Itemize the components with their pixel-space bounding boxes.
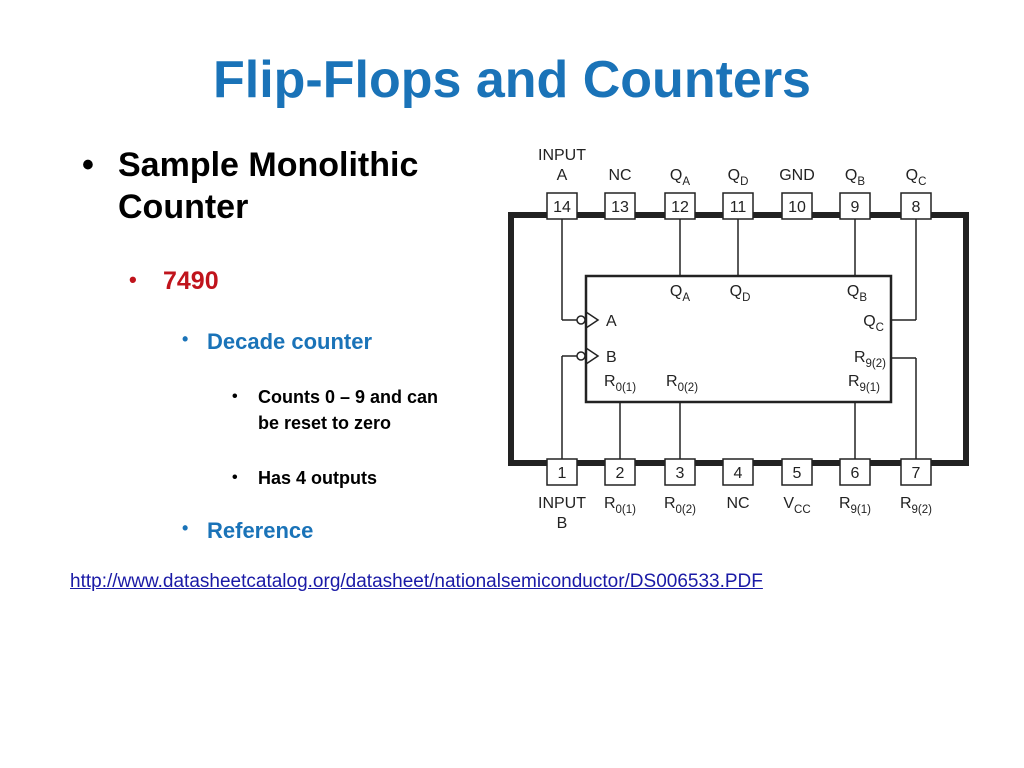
pin-label-8: QC [906, 167, 927, 188]
bullet-level3-decade: • Decade counter [182, 329, 373, 355]
pin-label-9: QB [845, 167, 865, 188]
pin-number-8: 8 [912, 199, 921, 216]
counter-block [584, 274, 893, 404]
pin-number-7: 7 [912, 465, 921, 482]
pin-box-5 [781, 458, 813, 486]
pin-box-4 [722, 458, 754, 486]
pin-number-3: 3 [676, 465, 685, 482]
bullet-text: 7490 [163, 267, 219, 295]
pin-label-7: R9(2) [900, 495, 932, 516]
bubble-a [576, 315, 586, 325]
bullet-text-line2: be reset to zero [258, 413, 392, 433]
bullet-dot: • [129, 267, 137, 292]
pin-label-13: NC [608, 167, 631, 184]
pin-box-3 [664, 458, 696, 486]
bullet-dot: • [232, 388, 238, 405]
pin-label-4: NC [726, 495, 749, 512]
pin-box-2 [604, 458, 636, 486]
pin-number-10: 10 [788, 199, 806, 216]
clock-triangle-a [585, 311, 600, 329]
pin-label-2: R0(1) [604, 495, 636, 516]
pin-box-13 [604, 192, 636, 220]
pin-box-1 [546, 458, 578, 486]
bullet-text: Reference [207, 518, 314, 543]
pin-label-11: QD [728, 167, 749, 188]
pin-box-9 [839, 192, 871, 220]
pin-number-14: 14 [553, 199, 571, 216]
bullet-text-line1: Sample Monolithic [118, 146, 419, 184]
bullet-level3-reference: • Reference [182, 518, 314, 544]
pin-box-11 [722, 192, 754, 220]
bullet-dot: • [182, 329, 189, 349]
pin-label-1: INPUT [538, 495, 586, 512]
pin-box-10 [781, 192, 813, 220]
bullet-dot: • [232, 469, 238, 486]
reference-link[interactable]: http://www.datasheetcatalog.org/datashee… [70, 571, 763, 592]
pin-label-14: INPUT [538, 147, 586, 164]
pin-number-4: 4 [734, 465, 743, 482]
pin-label2-14: A [557, 167, 568, 184]
bullet-level4-counts: • Counts 0 – 9 and can be reset to zero [232, 384, 439, 436]
slide-title: Flip-Flops and Counters [213, 51, 811, 109]
bullet-level1: • Sample Monolithic Counter [82, 144, 419, 228]
pin-number-6: 6 [851, 465, 860, 482]
pin-number-5: 5 [793, 465, 802, 482]
inner-b-label: B [606, 349, 617, 366]
pin-label-6: R9(1) [839, 495, 871, 516]
pin-number-2: 2 [616, 465, 625, 482]
bullet-level2: • 7490 [129, 267, 219, 296]
inner-a-label: A [606, 313, 617, 330]
top-pins: 14 INPUT A 13 NC 12 QA 11 QD 10 GND 9 QB 8 QC [538, 147, 932, 220]
pin-number-12: 12 [671, 199, 689, 216]
pin-label-3: R0(2) [664, 495, 696, 516]
bullet-text-line1: Counts 0 – 9 and can [258, 387, 439, 407]
bullet-dot: • [82, 146, 94, 184]
bullet-text: Has 4 outputs [258, 468, 378, 488]
pin-box-6 [839, 458, 871, 486]
internal-wires [561, 219, 917, 459]
pin-number-1: 1 [558, 465, 567, 482]
pin-number-9: 9 [851, 199, 860, 216]
bullet-dot: • [182, 518, 189, 538]
bubble-b [576, 351, 586, 361]
pin-label-5: VCC [783, 495, 810, 516]
pin-label-12: QA [670, 167, 690, 188]
bullet-text: Decade counter [207, 329, 373, 354]
bullet-level4-outputs: • Has 4 outputs [232, 465, 378, 491]
pin-label2-1: B [557, 515, 568, 532]
pin-label-10: GND [779, 167, 815, 184]
clock-triangle-b [585, 347, 600, 365]
pin-number-11: 11 [730, 199, 747, 216]
pin-number-13: 13 [611, 199, 629, 216]
bullet-text-line2: Counter [118, 188, 249, 226]
